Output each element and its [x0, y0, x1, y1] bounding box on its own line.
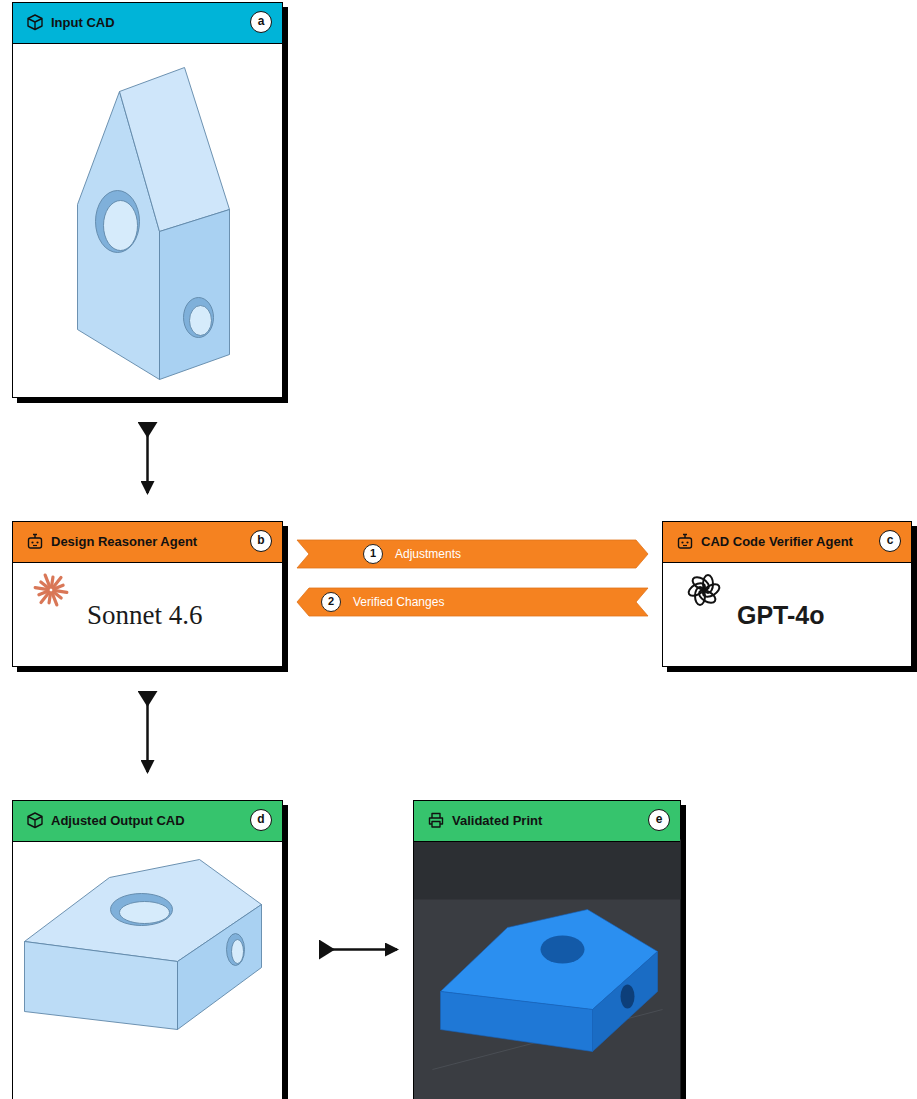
graphic-part [679, 538, 692, 548]
output-cad-panel: Adjusted Output CAD d [12, 800, 283, 1099]
graphic-part [28, 15, 42, 30]
print-hole [541, 936, 585, 964]
part-hole [190, 306, 212, 336]
photo-ground [414, 840, 681, 900]
part-hole [184, 298, 214, 338]
part-hole [232, 940, 244, 964]
sonnet-logo [35, 575, 67, 605]
print-face [593, 952, 658, 1052]
part-face [178, 905, 262, 1030]
flow-arrow [146, 691, 149, 772]
flow-arrow [319, 948, 397, 951]
panel-letter: b [250, 530, 272, 552]
flow-arrow [146, 422, 149, 493]
part-hole [104, 201, 138, 251]
part-hole [111, 894, 173, 926]
graphic-part [54, 585, 63, 589]
panel-title: Adjusted Output CAD [51, 813, 185, 828]
panel-title: Input CAD [51, 15, 115, 30]
step-number: 2 [321, 592, 341, 612]
panel-letter: e [648, 809, 670, 831]
agent-box: Design Reasoner Agent bSonnet 4.6 [12, 521, 283, 667]
agent-box: CAD Code Verifier Agent cGPT-4o [662, 521, 912, 667]
graphic-part [78, 68, 230, 380]
part-hole [120, 902, 170, 924]
edge-label: Adjustments [395, 547, 461, 561]
print-face [441, 910, 658, 1010]
print-photo-panel: Validated Print e [413, 800, 681, 1099]
graphic-part [691, 575, 712, 593]
header-icon [428, 812, 444, 829]
part-face [25, 942, 178, 1030]
graphic-part [414, 840, 681, 1099]
panel-title: Design Reasoner Agent [51, 534, 197, 549]
graphic-part [36, 541, 38, 543]
graphic-part [25, 860, 262, 1030]
illustration [414, 801, 682, 1099]
graphic-part [28, 813, 42, 828]
panel-title: CAD Code Verifier Agent [701, 534, 853, 549]
graphic-part [681, 541, 683, 543]
part-hole [227, 934, 245, 966]
graphic-part [31, 541, 33, 543]
openai-logo [687, 575, 722, 606]
graphic-part [52, 593, 57, 605]
header-icon [27, 14, 43, 31]
graphic-part [683, 545, 687, 546]
edge-label: Verified Changes [353, 595, 444, 609]
model-name: Sonnet 4.6 [87, 600, 203, 631]
header-icon [27, 533, 43, 550]
panel-letter: c [879, 530, 901, 552]
graphic-part [33, 535, 37, 539]
graphic-part [45, 575, 50, 587]
input-cad-panel: Input CAD a [12, 2, 283, 398]
photo-ground [414, 840, 681, 1099]
illustration [13, 3, 284, 399]
panel-title: Validated Print [452, 813, 542, 828]
print-face [441, 992, 593, 1052]
panel-letter: a [250, 11, 272, 33]
graphic-part [29, 538, 42, 548]
print-hole [621, 985, 635, 1009]
part-face [160, 210, 230, 380]
panel-letter: d [250, 809, 272, 831]
banner-arrow [297, 540, 648, 568]
header-icon [677, 533, 693, 550]
illustration [13, 801, 284, 1099]
step-number: 1 [363, 544, 383, 564]
model-name: GPT-4o [737, 601, 825, 630]
header-icon [27, 812, 43, 829]
graphic-part [686, 541, 688, 543]
graphic-part [683, 535, 687, 539]
part-hole [96, 191, 140, 253]
graphic-part [39, 591, 48, 595]
banner-arrow [297, 588, 648, 616]
graphic-part [33, 545, 37, 546]
graphic-part [430, 814, 443, 828]
